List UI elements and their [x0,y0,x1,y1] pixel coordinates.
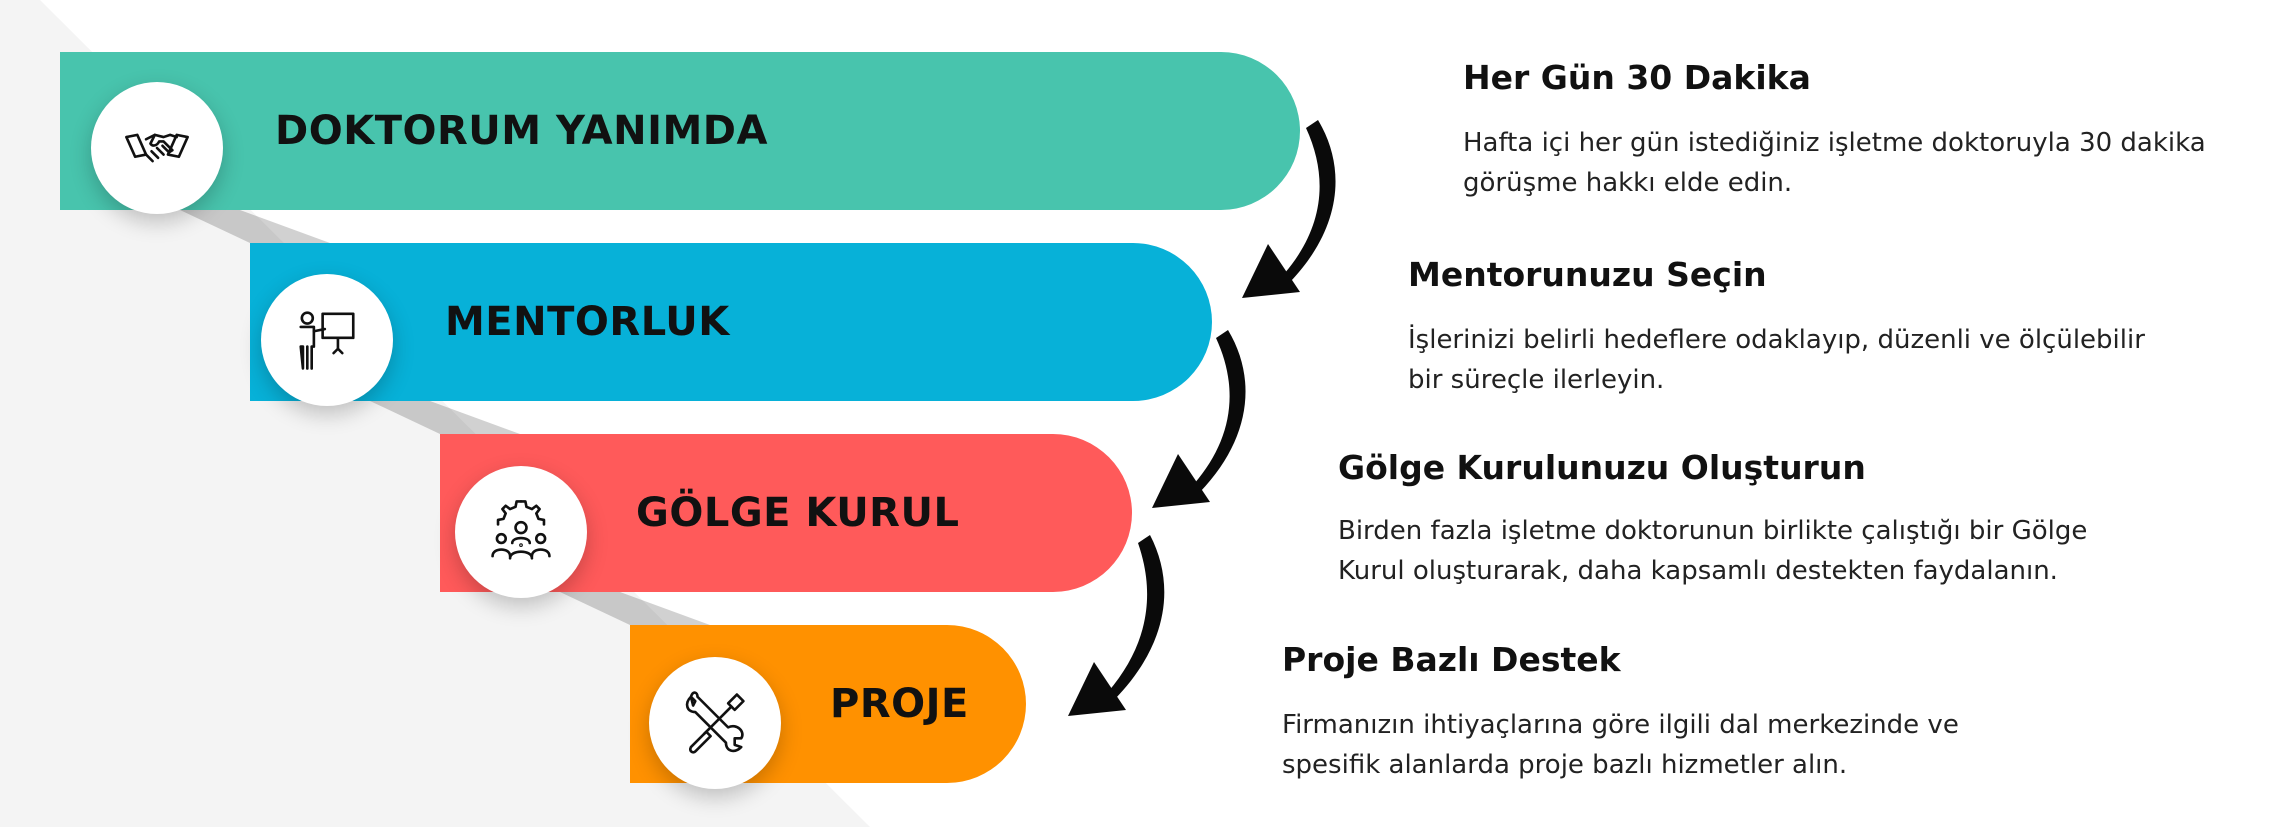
arrow-1 [1242,120,1336,298]
tools-circle [649,657,781,789]
step-3-text: Birden fazla işletme doktorunun birlikte… [1338,516,2088,586]
band-doktorum-yanimda [60,52,1300,210]
band-label-golge-kurul: GÖLGE KURUL [636,490,960,536]
presentation-circle [261,274,393,406]
tools-icon [685,691,745,754]
presentation-icon [299,311,355,370]
step-4-text: Firmanızın ihtiyaçlarına göre ilgili dal… [1282,710,1959,780]
band-label-doktorum-yanimda: DOKTORUM YANIMDA [275,108,768,154]
step-3-title: Gölge Kurulunuzu Oluşturun [1338,448,1866,487]
team-gear-icon [491,500,551,560]
step-2-text: İşlerinizi belirli hedeflere odaklayıp, … [1408,325,2145,395]
step-2-title: Mentorunuzu Seçin [1408,255,1767,294]
band-mentorluk [250,243,1212,401]
arrow-3 [1068,535,1165,716]
band-label-proje: PROJE [830,681,969,727]
band-label-mentorluk: MENTORLUK [445,299,730,345]
arrow-2 [1152,330,1246,508]
team-gear-circle [455,466,587,598]
step-1-title: Her Gün 30 Dakika [1463,58,1811,97]
handshake-icon [125,133,189,163]
step-4-title: Proje Bazlı Destek [1282,640,1621,679]
step-1-text: Hafta içi her gün istediğiniz işletme do… [1463,128,2206,198]
handshake-circle [91,82,223,214]
